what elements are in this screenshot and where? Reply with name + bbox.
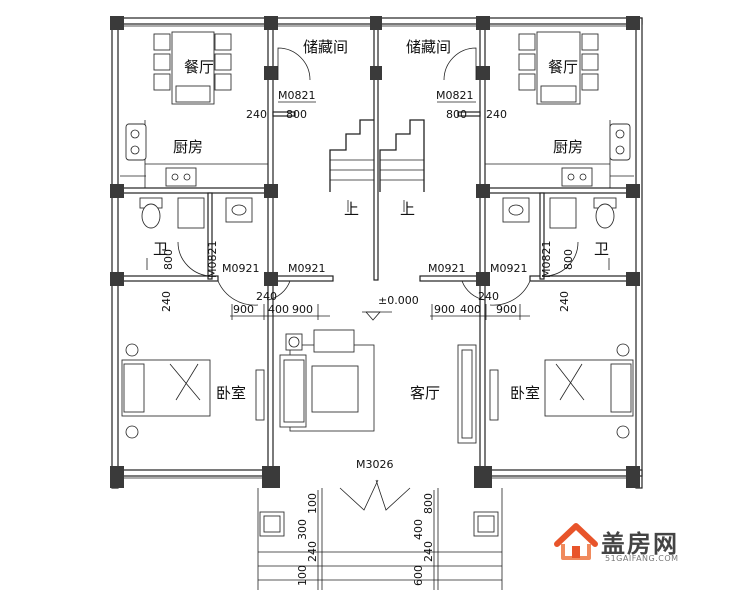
bed-left [121,343,265,439]
dim-label: 800 [446,108,467,121]
dim-label: 240 [306,541,319,562]
door-code-storage-left: M0821 [278,89,316,102]
room-label-bath-right: 卫 [594,240,609,258]
dim-label: 900 [434,303,455,316]
stair-up-left: 上 [344,200,359,218]
structural-columns [110,16,640,488]
room-label-kitchen-left: 厨房 [173,138,203,156]
room-label-bedroom-left: 卧室 [216,384,246,402]
dim-label: 600 [412,565,425,586]
dim-label: 900 [233,303,254,316]
bed-right [489,343,634,439]
kitchen-counter-left [120,120,268,188]
dim-label: 240 [160,291,173,312]
living-room-furniture [279,329,477,444]
room-label-storage-left: 储藏间 [303,38,348,56]
door-code-bedroom-right: M0921 [490,262,528,275]
house-logo-icon [554,523,598,560]
dimension-lines [230,101,530,590]
room-label-bedroom-right: 卧室 [510,384,540,402]
dining-table-right [518,31,599,105]
dim-label: 900 [496,303,517,316]
dim-label: 240 [422,541,435,562]
room-label-kitchen-right: 厨房 [553,138,583,156]
bedroom-doors [217,280,531,306]
dim-label: 800 [422,493,435,514]
dim-label: 100 [306,493,319,514]
dining-table-left [153,31,232,105]
door-code-storage-right: M0821 [436,89,474,102]
door-code-entrance: M3026 [356,458,394,471]
stair-up-right: 上 [400,200,415,218]
door-code-living-left: M0921 [288,262,326,275]
room-label-living: 客厅 [410,384,440,402]
storage-doors [277,47,477,81]
dim-label: 800 [562,249,575,270]
room-label-storage-right: 储藏间 [406,38,451,56]
dim-label: 100 [296,565,309,586]
room-label-dining-left: 餐厅 [184,58,214,76]
dim-label: 400 [412,519,425,540]
watermark-logo: 盖房网 51GAIFANG.COM [553,520,733,570]
kitchen-counter-right [485,120,634,188]
floor-level-label: ±0.000 [378,294,419,307]
dim-label: 800 [286,108,307,121]
room-label-dining-right: 餐厅 [548,58,578,76]
dim-label: 300 [296,519,309,540]
dim-label: 240 [558,291,571,312]
dim-label: 400 [268,303,289,316]
bathroom-fixtures-left [139,197,253,277]
dim-label: 240 [478,290,499,303]
dim-label: 240 [246,108,267,121]
bathroom-fixtures-right [502,197,617,277]
logo-text: 盖房网 [601,530,679,558]
dim-label: 240 [486,108,507,121]
stair-right [379,119,425,212]
logo-url: 51GAIFANG.COM [605,554,679,563]
entrance-porch [257,479,503,590]
dim-label: 800 [162,249,175,270]
stair-left [329,119,374,212]
dim-label: 240 [256,290,277,303]
door-code-bath-left: M0821 [206,241,219,279]
dim-label: 900 [292,303,313,316]
door-code-bath-right: M0821 [540,241,553,279]
door-code-living-right: M0921 [428,262,466,275]
door-code-bedroom-left: M0921 [222,262,260,275]
room-label-bath-left: 卫 [153,240,168,258]
dim-label: 400 [460,303,481,316]
